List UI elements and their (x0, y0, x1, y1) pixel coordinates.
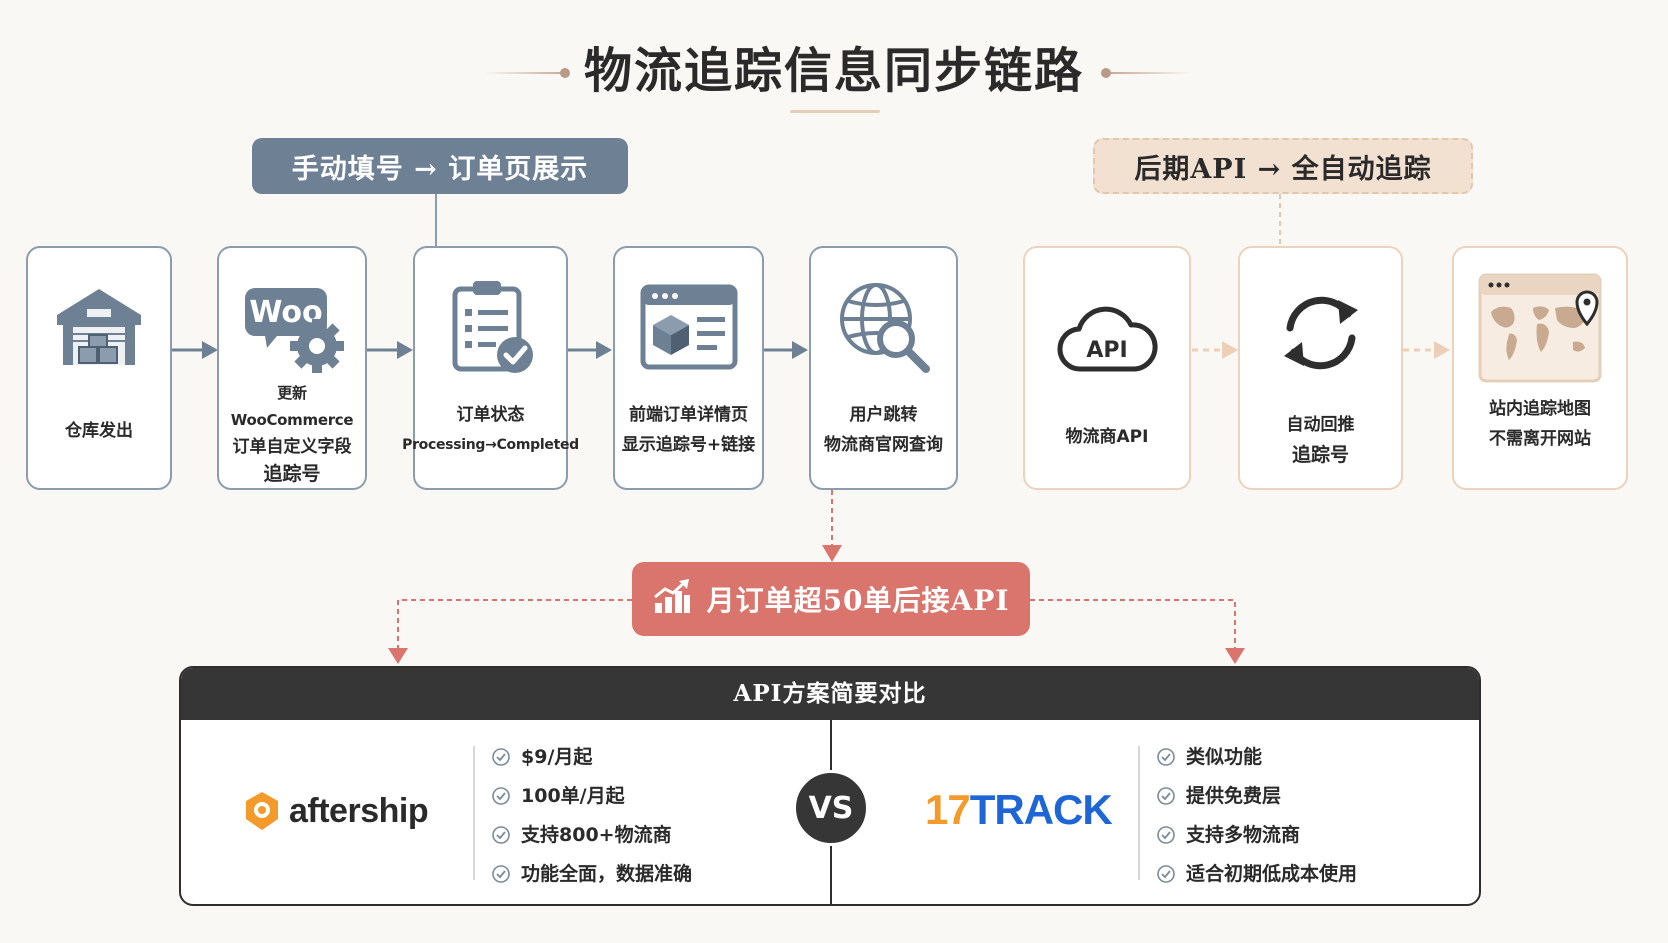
check-circle-icon (492, 865, 510, 883)
aftership-wordmark: aftership (289, 791, 429, 830)
page-title: 物流追踪信息同步链路 (583, 43, 1084, 99)
feature-item: 支持多物流商 (1156, 822, 1300, 848)
check-circle-icon (492, 787, 510, 805)
step-card-carrier-api: API 物流商API (1023, 246, 1191, 490)
step-card-auto-push: 自动回推 追踪号 (1238, 246, 1403, 490)
right-divider (1138, 746, 1140, 880)
step-label: 自动回推 (1286, 415, 1355, 435)
step-label: 不需离开网站 (1489, 429, 1591, 449)
step-label: 更新WooCommerce (230, 384, 354, 429)
title-underline (790, 110, 880, 113)
check-circle-icon (492, 826, 510, 844)
comparison-heading: API方案简要对比 (181, 668, 1479, 720)
aftership-logo: aftership (243, 790, 429, 832)
17track-logo: 17 TRACK (925, 786, 1113, 834)
feature-item: 类似功能 (1156, 744, 1262, 770)
step-card-onsite-map: 站内追踪地图 不需离开网站 (1452, 246, 1628, 490)
17track-suffix: TRACK (969, 786, 1113, 833)
title-dot-left (560, 68, 570, 78)
phase-banner-manual: 手动填号 → 订单页展示 (252, 138, 628, 194)
manual-flow-arrows (172, 341, 808, 359)
growth-chart-icon (653, 578, 691, 620)
feature-text: 支持多物流商 (1186, 824, 1301, 846)
feature-text: 提供免费层 (1186, 785, 1282, 807)
api-trigger-label: 月订单超50单后接API (706, 584, 1010, 617)
step-label: Processing→Completed (402, 437, 579, 453)
feature-text: $9/月起 (521, 746, 593, 768)
step-card-order-status: 订单状态 Processing→Completed (402, 246, 579, 490)
step-label: 用户跳转 (849, 405, 918, 425)
aftership-mark-icon (246, 792, 278, 830)
step-card-warehouse: 仓库发出 (26, 246, 172, 490)
sync-icon (1266, 278, 1376, 388)
trigger-arrows (388, 490, 1245, 664)
check-circle-icon (1157, 748, 1175, 766)
17track-prefix: 17 (925, 786, 971, 833)
feature-item: 提供免费层 (1156, 783, 1281, 809)
step-label: 追踪号 (1291, 444, 1349, 466)
api-flow-arrows (1192, 341, 1450, 359)
clipboard-check-icon (436, 272, 546, 382)
comparison-panel: API方案简要对比 aftership $9/月起 100单/月起 支持800+… (179, 666, 1481, 906)
check-circle-icon (1157, 865, 1175, 883)
phase-banner-api: 后期API → 全自动追踪 (1093, 138, 1473, 194)
step-card-order-page: 前端订单详情页 显示追踪号+链接 (613, 246, 764, 490)
feature-item: 100单/月起 (491, 783, 625, 809)
feature-item: 支持800+物流商 (491, 822, 672, 848)
step-card-woocommerce: Woo 更新WooCommerce 订单自定义字段 追踪号 (217, 246, 367, 490)
warehouse-icon (44, 272, 154, 382)
step-label: 追踪号 (263, 463, 321, 485)
step-label: 订单状态 (456, 405, 525, 425)
step-label: 显示追踪号+链接 (621, 435, 756, 455)
woocommerce-gear-icon: Woo (237, 272, 347, 376)
browser-box-icon (634, 272, 744, 382)
check-circle-icon (1157, 826, 1175, 844)
check-circle-icon (492, 748, 510, 766)
title-rule-left (484, 72, 564, 74)
feature-item: 功能全面，数据准确 (491, 861, 692, 887)
step-label: 前端订单详情页 (629, 405, 748, 425)
svg-text:Woo: Woo (249, 295, 322, 330)
title-dot-right (1101, 68, 1111, 78)
step-label: 站内追踪地图 (1489, 399, 1591, 419)
vs-badge: VS (793, 770, 869, 846)
feature-item: $9/月起 (491, 744, 592, 770)
step-label: 订单自定义字段 (232, 437, 352, 457)
feature-text: 100单/月起 (521, 785, 625, 807)
left-divider (473, 746, 475, 880)
feature-text: 类似功能 (1186, 746, 1263, 768)
feature-text: 支持800+物流商 (521, 824, 672, 846)
step-label: 物流商官网查询 (824, 435, 943, 455)
cloud-api-text: API (1086, 338, 1127, 363)
step-label: 仓库发出 (65, 421, 133, 441)
globe-search-icon (829, 272, 939, 382)
feature-item: 适合初期低成本使用 (1156, 861, 1357, 887)
title-rule-right (1111, 72, 1191, 74)
api-trigger-box: 月订单超50单后接API (632, 562, 1030, 636)
check-circle-icon (1157, 787, 1175, 805)
step-card-carrier-query: 用户跳转 物流商官网查询 (809, 246, 958, 490)
step-label: 物流商API (1065, 427, 1149, 447)
feature-text: 功能全面，数据准确 (521, 863, 693, 885)
feature-text: 适合初期低成本使用 (1186, 863, 1358, 885)
map-pin-icon (1477, 272, 1603, 384)
cloud-api-icon: API (1052, 284, 1162, 394)
